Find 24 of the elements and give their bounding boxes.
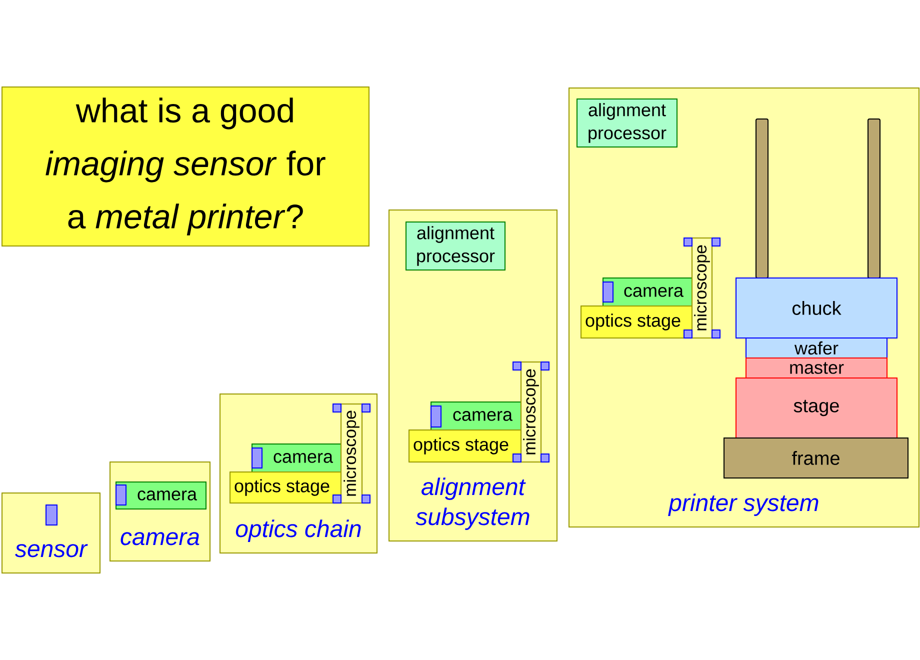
wafer-layer: wafer <box>746 338 888 358</box>
camera-box: camera <box>430 402 522 430</box>
sensor-chip <box>602 282 614 302</box>
camera-box: camera <box>252 444 342 472</box>
sensor-chip <box>46 504 58 526</box>
master-layer: master <box>746 358 888 378</box>
microscope-tube: microscope <box>520 362 542 462</box>
sensor-chip <box>430 406 442 428</box>
stage-box: optics stage <box>580 306 692 338</box>
microscope-tube: microscope <box>692 238 712 338</box>
stage-box: optics stage <box>230 472 342 504</box>
processor-box: alignment processor <box>406 222 506 270</box>
processor-box: alignment processor <box>576 98 678 148</box>
sensor-chip <box>252 448 262 468</box>
question-box: what is a good imaging sensor for a metal printer? <box>2 86 370 246</box>
pillar <box>756 118 768 278</box>
camera-box: camera <box>602 278 692 306</box>
camera-box: camera <box>116 482 206 510</box>
microscope-tube: microscope <box>340 404 362 504</box>
pillar <box>868 118 880 278</box>
sensor-chip <box>116 484 126 506</box>
frame-block: frame <box>724 438 908 478</box>
panel: sensor <box>2 492 100 574</box>
stage-box: optics stage <box>408 430 522 462</box>
